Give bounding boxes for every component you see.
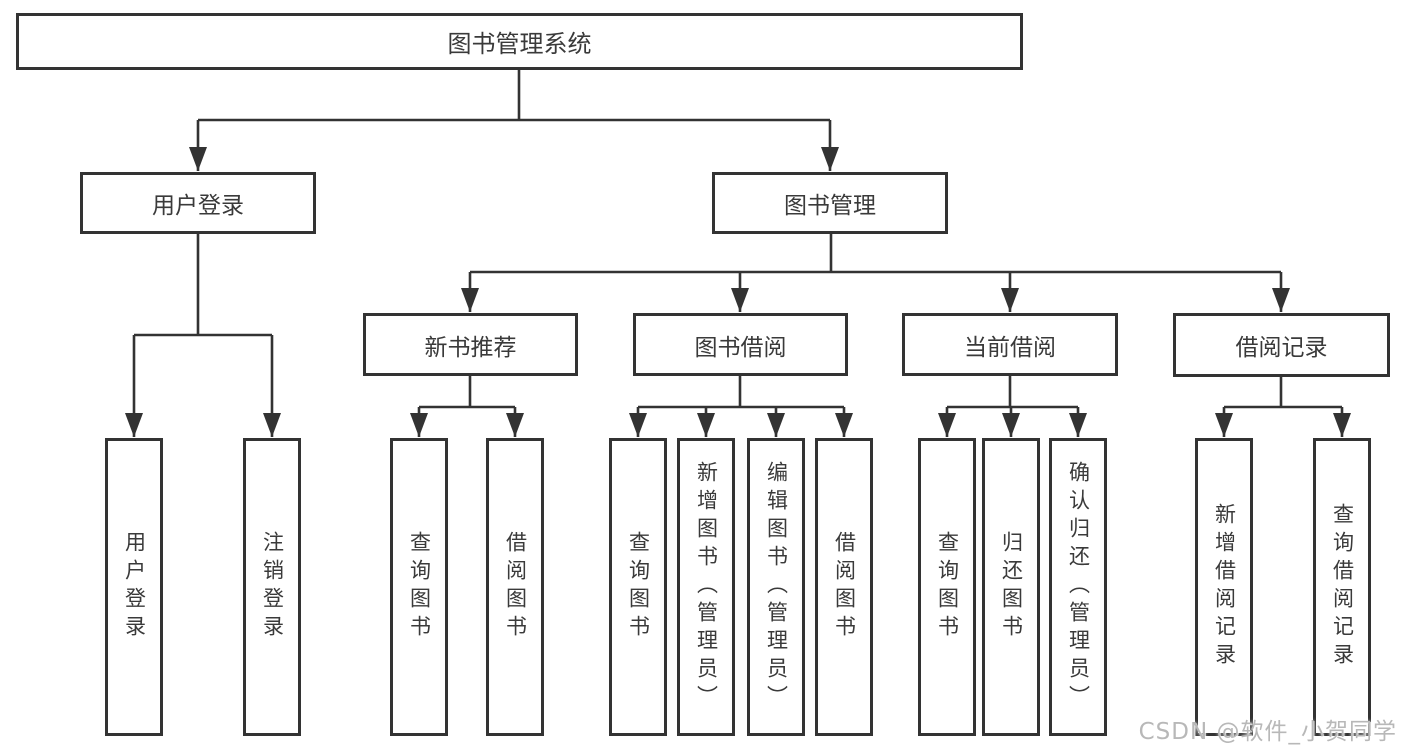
leaf-return-book: 归还图书 [982, 438, 1040, 736]
leaf-logout: 注销登录 [243, 438, 301, 736]
leaf-edit-book-admin: 编辑图书（管理员） [747, 438, 805, 736]
node-library-system: 图书管理系统 [16, 13, 1023, 70]
leaf-add-borrow-record: 新增借阅记录 [1195, 438, 1253, 736]
node-user-login: 用户登录 [80, 172, 316, 234]
leaf-borrow-books-recommend: 借阅图书 [486, 438, 544, 736]
leaf-query-books-current: 查询图书 [918, 438, 976, 736]
leaf-confirm-return-admin: 确认归还（管理员） [1049, 438, 1107, 736]
node-new-book-recommend: 新书推荐 [363, 313, 578, 376]
node-book-borrowing: 图书借阅 [633, 313, 848, 376]
leaf-query-books-borrowing: 查询图书 [609, 438, 667, 736]
leaf-query-borrow-record: 查询借阅记录 [1313, 438, 1371, 736]
leaf-borrow-books-borrowing: 借阅图书 [815, 438, 873, 736]
csdn-watermark: CSDN @软件_小贺同学 [1138, 719, 1397, 745]
node-borrow-records: 借阅记录 [1173, 313, 1390, 377]
leaf-add-book-admin: 新增图书（管理员） [677, 438, 735, 736]
node-book-management: 图书管理 [712, 172, 948, 234]
leaf-user-login: 用户登录 [105, 438, 163, 736]
node-current-borrowing: 当前借阅 [902, 313, 1118, 376]
leaf-query-books-recommend: 查询图书 [390, 438, 448, 736]
